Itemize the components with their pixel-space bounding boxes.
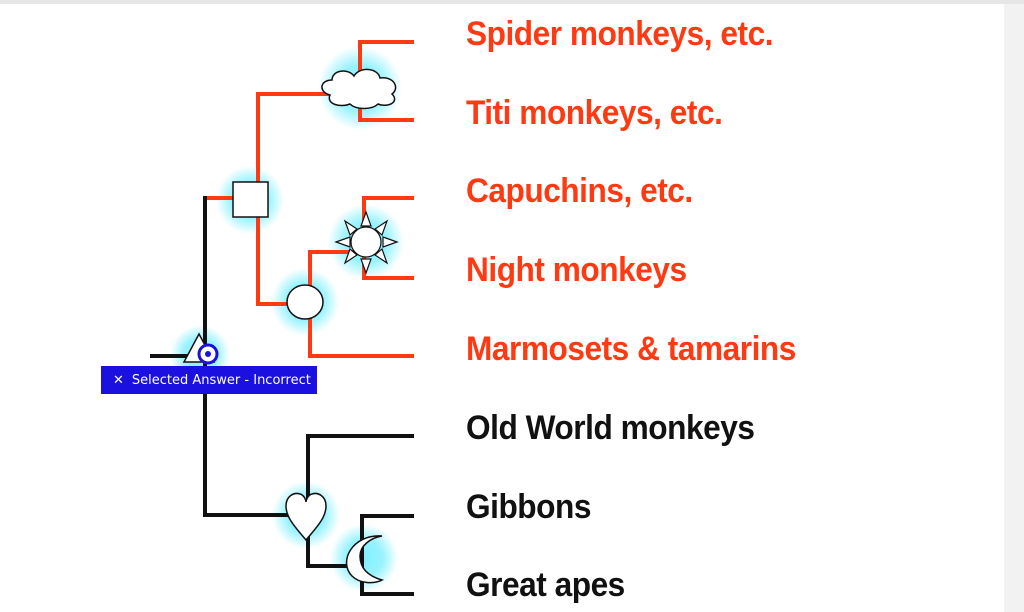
- leaf-label-titi-monkeys: Titi monkeys, etc.: [466, 94, 723, 132]
- crescent-marker[interactable]: [345, 535, 385, 584]
- selected-answer-tooltip: ✕ Selected Answer - Incorrect: [101, 366, 317, 394]
- scrollbar-track[interactable]: [1004, 4, 1024, 612]
- old-world-branches: [150, 196, 414, 596]
- close-icon[interactable]: ✕: [113, 372, 124, 388]
- selected-answer-marker[interactable]: [182, 332, 219, 365]
- sun-marker[interactable]: [334, 210, 399, 275]
- tooltip-text: Selected Answer - Incorrect: [131, 372, 311, 388]
- top-divider: [0, 0, 1024, 4]
- leaf-label-old-world-monkeys: Old World monkeys: [466, 409, 755, 447]
- leaf-label-night-monkeys: Night monkeys: [466, 251, 687, 289]
- square-marker[interactable]: [232, 181, 269, 218]
- leaf-label-great-apes: Great apes: [466, 566, 625, 604]
- leaf-label-capuchins: Capuchins, etc.: [466, 172, 693, 210]
- leaf-label-spider-monkeys: Spider monkeys, etc.: [466, 15, 774, 53]
- leaf-label-marmosets-tamarins: Marmosets & tamarins: [466, 330, 796, 368]
- heart-marker[interactable]: [285, 492, 327, 542]
- cloud-marker[interactable]: [321, 68, 397, 110]
- leaf-label-gibbons: Gibbons: [466, 488, 591, 526]
- circle-marker[interactable]: [286, 284, 324, 320]
